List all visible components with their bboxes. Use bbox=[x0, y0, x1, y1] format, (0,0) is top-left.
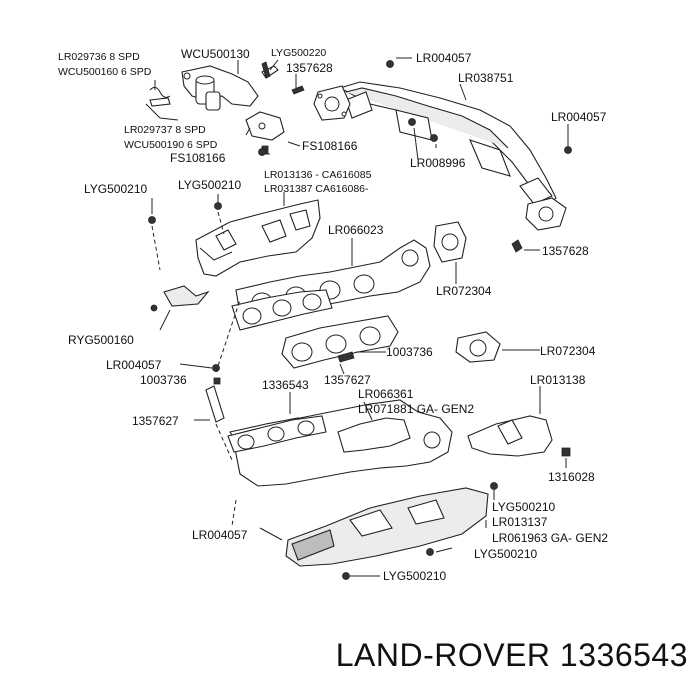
label-fs108166-left: FS108166 bbox=[170, 151, 226, 165]
label-lr071881: LR071881 GA- GEN2 bbox=[358, 402, 474, 416]
label-lr029737: LR029737 8 SPD bbox=[124, 124, 206, 136]
label-lr013138: LR013138 bbox=[530, 373, 586, 387]
label-lyg500210-mid: LYG500210 bbox=[178, 178, 241, 192]
label-lr066361: LR066361 bbox=[358, 387, 414, 401]
label-1316028: 1316028 bbox=[548, 470, 595, 484]
label-wcu500160: WCU500160 6 SPD bbox=[58, 66, 152, 78]
leader-lines bbox=[151, 57, 569, 577]
label-fs108166-right: FS108166 bbox=[302, 139, 358, 153]
label-1336543: 1336543 bbox=[262, 378, 309, 392]
crossover-flange-right bbox=[525, 197, 567, 231]
label-lr004057-left: LR004057 bbox=[106, 358, 162, 372]
label-1357628-right: 1357628 bbox=[542, 244, 589, 258]
egr-valve-assembly bbox=[145, 65, 279, 121]
label-ryg500160: RYG500160 bbox=[68, 333, 134, 347]
label-lr004057-top: LR004057 bbox=[416, 51, 472, 65]
label-1357628-top: 1357628 bbox=[286, 61, 333, 75]
label-lyg500210-right1: LYG500210 bbox=[492, 500, 555, 514]
label-wcu500190: WCU500190 6 SPD bbox=[124, 139, 218, 151]
brand-part-title: LAND-ROVER 1336543 bbox=[335, 637, 688, 673]
stud-left bbox=[205, 377, 225, 423]
label-1003736-mid: 1003736 bbox=[386, 345, 433, 359]
label-lr004057-bottom: LR004057 bbox=[192, 528, 248, 542]
label-lr013136: LR013136 - CA616085 bbox=[264, 169, 372, 181]
label-lyg500210-bottom: LYG500210 bbox=[383, 569, 446, 583]
label-lr072304-lower: LR072304 bbox=[540, 344, 596, 358]
label-lr004057-right: LR004057 bbox=[551, 110, 607, 124]
part-labels: LR029736 8 SPD WCU500160 6 SPD WCU500130… bbox=[58, 47, 608, 583]
heat-shield-lower bbox=[285, 487, 489, 567]
label-1357627-left: 1357627 bbox=[132, 414, 179, 428]
heat-shield-bracket bbox=[467, 415, 571, 457]
egr-bracket bbox=[245, 111, 285, 155]
label-lyg500220: LYG500220 bbox=[271, 47, 326, 59]
label-lr008996: LR008996 bbox=[410, 156, 466, 170]
label-lyg500210-left: LYG500210 bbox=[84, 182, 147, 196]
manifold-gasket-lower bbox=[227, 415, 327, 453]
label-lr029736: LR029736 8 SPD bbox=[58, 51, 140, 63]
label-lr038751: LR038751 bbox=[458, 71, 514, 85]
label-lr013137: LR013137 bbox=[492, 515, 548, 529]
manifold-gasket-upper bbox=[231, 289, 333, 331]
gasket-upper bbox=[433, 221, 467, 263]
label-lr031387: LR031387 CA616086- bbox=[264, 183, 369, 195]
small-bracket bbox=[150, 285, 210, 312]
label-1357627-mid: 1357627 bbox=[324, 373, 371, 387]
bolts bbox=[148, 60, 572, 580]
label-lr061963: LR061963 GA- GEN2 bbox=[492, 531, 608, 545]
label-wcu500130: WCU500130 bbox=[181, 47, 250, 61]
label-lr072304-upper: LR072304 bbox=[436, 284, 492, 298]
label-lr066023: LR066023 bbox=[328, 223, 384, 237]
heat-shield-upper bbox=[195, 199, 321, 277]
manifold-gasket-mid bbox=[281, 315, 399, 369]
label-1003736-left: 1003736 bbox=[140, 373, 187, 387]
gasket-lower bbox=[455, 331, 501, 363]
label-lyg500210-right2: LYG500210 bbox=[474, 547, 537, 561]
crossover-flange-left bbox=[313, 85, 351, 121]
crossover-pipe bbox=[338, 81, 557, 207]
